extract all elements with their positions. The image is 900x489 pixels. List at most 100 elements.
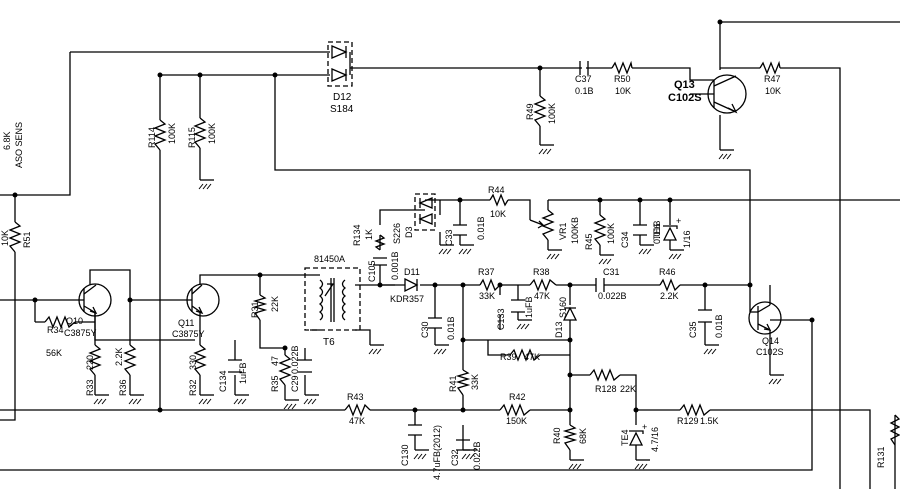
label-r44: R44 [488, 185, 505, 195]
label-r128-value: 22K [620, 384, 636, 394]
label-r34-value: 56K [46, 348, 62, 358]
resistor-r131 [889, 414, 900, 446]
capacitors [228, 61, 712, 451]
label-d3: D3 [404, 226, 414, 238]
transistor-q10 [78, 283, 112, 317]
label-r43-value: 47K [349, 416, 365, 426]
label-r37-value: 33K [479, 291, 495, 301]
label-q11: Q11 [178, 318, 194, 328]
resistor-r115 [193, 117, 207, 149]
label-s226: S226 [392, 223, 402, 244]
label-c37: C37 [575, 74, 592, 84]
label-r129-value: 1.5K [700, 416, 719, 426]
label-c105: C105 [367, 260, 377, 282]
label-r42: R42 [509, 392, 526, 402]
label-r131: R131 [876, 446, 886, 468]
label-r115-value: 100K [207, 123, 217, 144]
label-r114-value: 100K [167, 123, 177, 144]
resistor-r33 [88, 344, 102, 376]
label-kdr357: KDR357 [390, 294, 424, 304]
label-c29-value: 0.022B [290, 345, 300, 374]
labels: 6.8K ASO SENS D12 S184 R114 100K R115 10… [0, 74, 886, 480]
capacitor-c29 [298, 359, 312, 373]
polarity-te4: + [642, 422, 647, 432]
label-vr1: VR1 [558, 222, 568, 240]
label-q10: Q10 [66, 316, 83, 326]
label-r129: R129 [677, 416, 699, 426]
resistor-r50 [611, 60, 633, 75]
potentiometer-wiper [529, 219, 545, 229]
label-c31-value: 0.022B [598, 291, 627, 301]
resistor-r51 [8, 221, 22, 253]
label-r44-value: 10K [490, 209, 506, 219]
label-c33: C33 [444, 229, 454, 246]
capacitor-c30 [428, 317, 442, 329]
label-r46: R46 [659, 267, 676, 277]
label-q13-part: C102S [668, 92, 702, 104]
label-r47-value: 10K [765, 86, 781, 96]
label-c35-value: 0.01B [714, 314, 724, 338]
label-r39: R39 [500, 352, 517, 362]
diode-d3-box [414, 193, 436, 231]
resistor-r39 [509, 348, 541, 362]
label-r43: R43 [347, 392, 364, 402]
label-c134-value: 1uFB [238, 362, 248, 384]
label-s184: S184 [330, 104, 354, 115]
transistor-q11 [185, 283, 220, 317]
label-r34: R34 [47, 325, 64, 335]
resistor-r35 [278, 354, 292, 386]
label-r33: R33 [85, 379, 95, 396]
label-r40: R40 [552, 427, 562, 444]
polarity-te6: + [676, 216, 681, 226]
zener-te6 [662, 225, 678, 241]
label-r134-value: 1K [364, 229, 374, 240]
label-t81450a: 81450A [314, 254, 345, 264]
label-c133: C133 [496, 308, 506, 330]
label-c34: C34 [620, 231, 630, 248]
label-r49: R49 [525, 103, 535, 120]
label-q10-part: C3875Y [64, 328, 97, 338]
label-r45-value: 100K [606, 223, 616, 244]
resistor-r42 [499, 403, 531, 417]
capacitor-c35 [698, 309, 712, 323]
transformer-t6 [304, 267, 361, 331]
diodes [327, 41, 678, 446]
label-r50: R50 [614, 74, 631, 84]
resistor-r47 [759, 60, 781, 75]
resistor-r32 [193, 344, 207, 376]
label-r31-value: 22K [270, 296, 280, 312]
label-r38-value: 47K [534, 291, 550, 301]
capacitor-c34 [633, 224, 647, 236]
label-r36: R36 [118, 379, 128, 396]
diode-d12-box [327, 41, 353, 87]
wires [0, 21, 900, 489]
label-d13: D13 [554, 321, 564, 338]
label-c35: C35 [688, 321, 698, 338]
label-s160: S160 [558, 297, 568, 318]
resistor-r31 [252, 294, 268, 321]
label-c32-value: 0.022B [472, 441, 482, 470]
label-r35-value: 47 [270, 356, 280, 366]
potentiometer-vr1 [541, 209, 555, 241]
label-te4-value: 4.7/16 [650, 427, 660, 452]
label-d11: D11 [404, 267, 420, 277]
capacitor-c134 [228, 359, 242, 373]
label-r40-value: 68K [578, 428, 588, 444]
label-c30: C30 [420, 321, 430, 338]
resistor-r38 [529, 278, 557, 292]
resistor-r34 [44, 315, 76, 329]
junction-dots [12, 19, 815, 413]
label-r32: R32 [188, 379, 198, 396]
label-r50-value: 10K [615, 86, 631, 96]
label-c130-value: 4.7uFB(2012) [432, 425, 442, 480]
label-r45: R45 [584, 233, 594, 250]
resistor-r46 [659, 278, 681, 292]
label-r41-value: 33K [470, 374, 480, 390]
label-r41: R41 [448, 375, 458, 392]
label-r49-value: 100K [547, 103, 557, 124]
label-q14-part: C102S [756, 347, 784, 357]
resistor-r36 [123, 344, 137, 376]
label-c134: C134 [218, 370, 228, 392]
capacitor-c31 [590, 278, 610, 292]
